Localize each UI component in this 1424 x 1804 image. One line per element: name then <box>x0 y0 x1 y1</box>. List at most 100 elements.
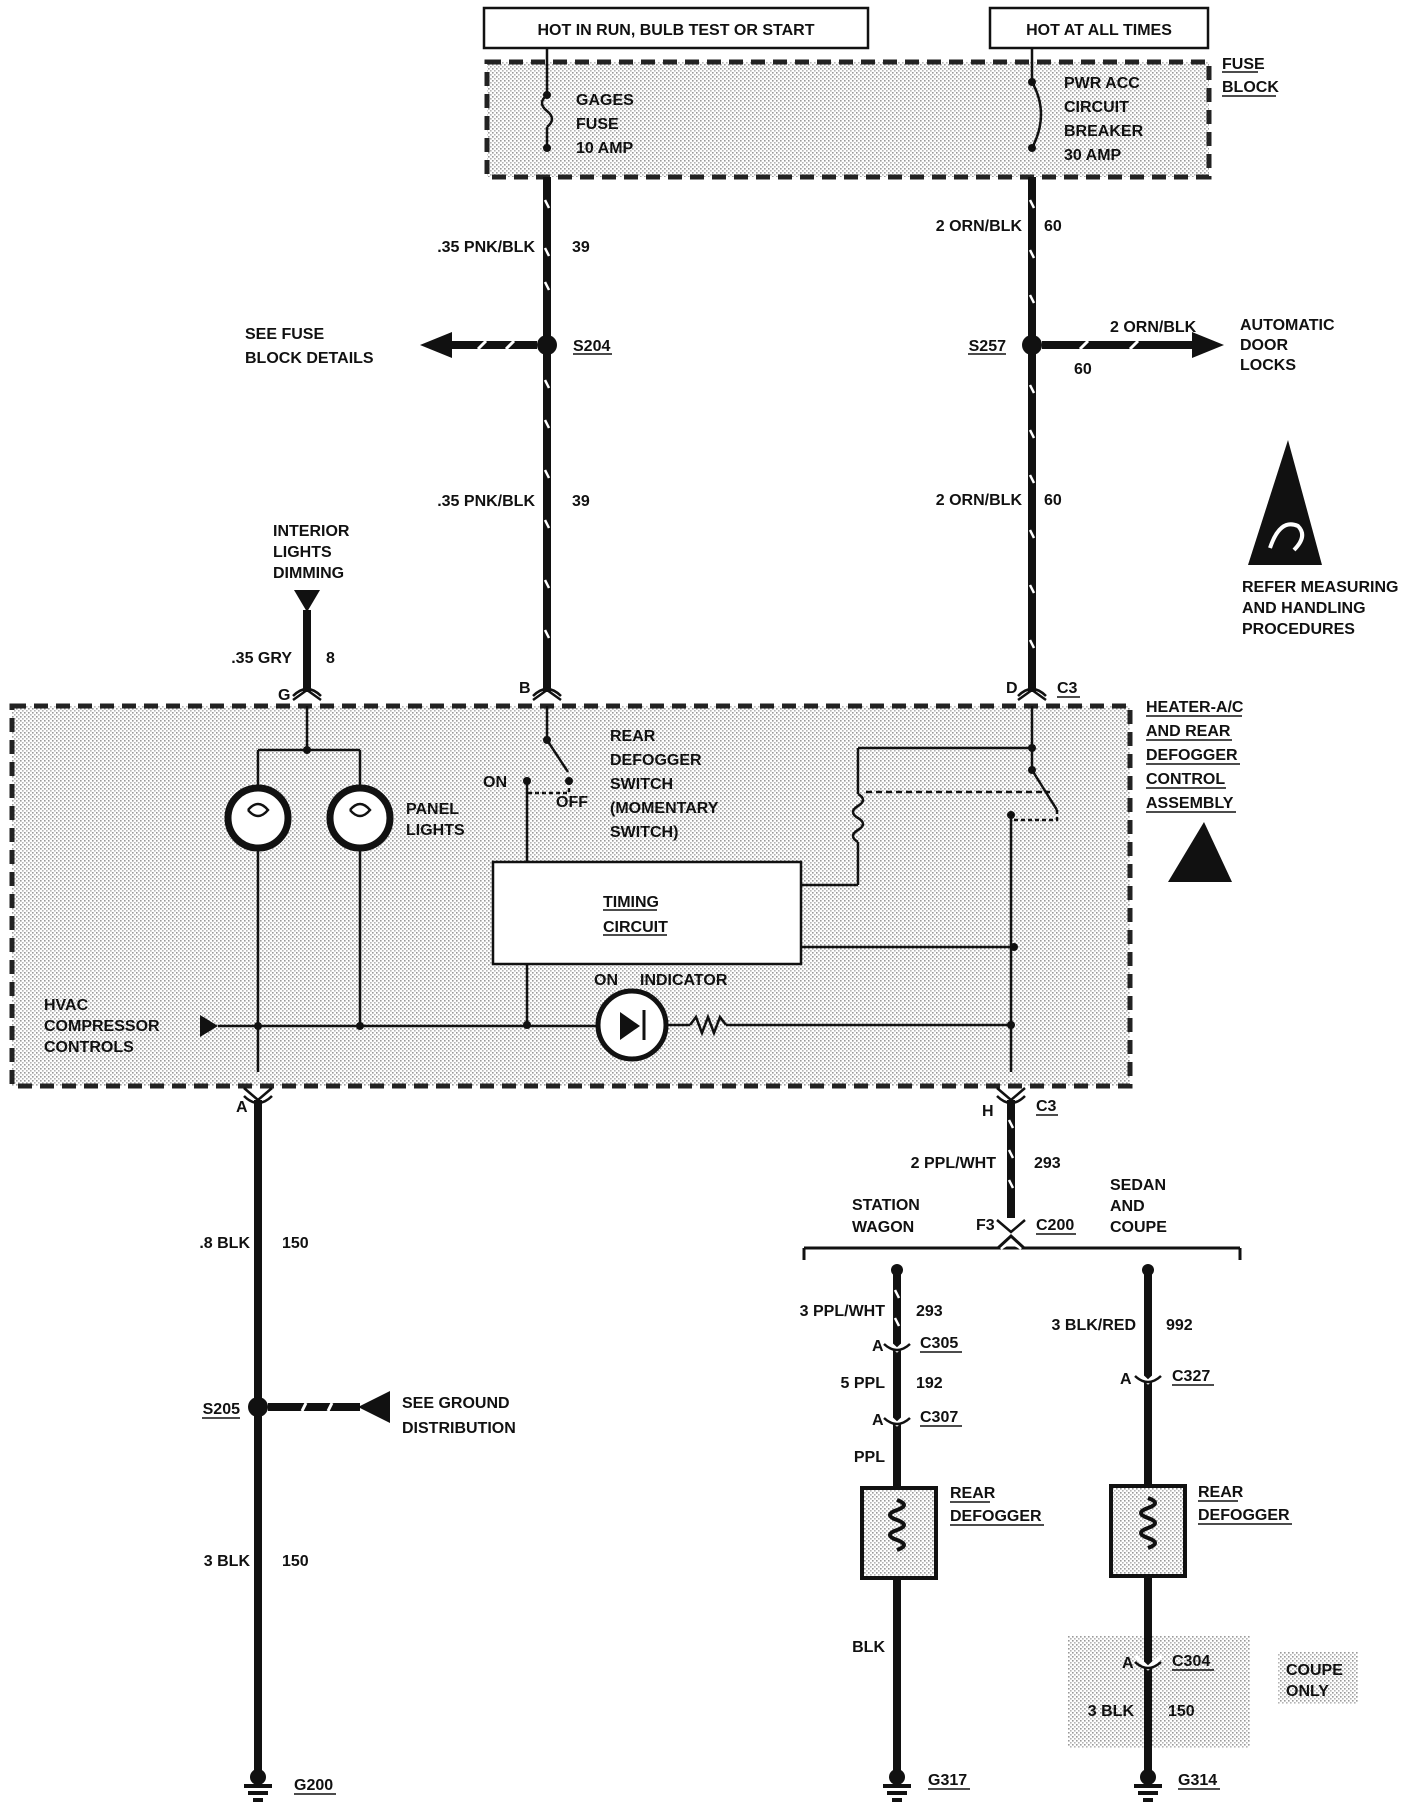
wagon-wire4-gauge: BLK <box>852 1639 885 1656</box>
ground-g200-symbol <box>244 1769 272 1802</box>
wagon-wire2-circuit: 192 <box>916 1375 943 1392</box>
connector-c200-label: C200 <box>1036 1217 1074 1234</box>
heater-ac-control-assembly: PANEL LIGHTS ON OFF REAR DEFOGGER SWITCH… <box>9 699 1244 1089</box>
power-source-run: HOT IN RUN, BULB TEST OR START <box>482 6 870 50</box>
fuse-block: GAGES FUSE 10 AMP PWR ACC CIRCUIT BREAKE… <box>484 48 1279 180</box>
hvac-input-triangle-icon <box>200 1015 218 1037</box>
wagon-branch: 3 PPL/WHT 293 A C305 5 PPL 192 A C307 PP… <box>800 1264 1044 1802</box>
panel-lights-line1: PANEL <box>406 801 459 818</box>
wire-39-upper-gauge: .35 PNK/BLK <box>437 239 535 256</box>
switch-line2: DEFOGGER <box>610 752 702 769</box>
ground-g314-symbol <box>1134 1769 1162 1802</box>
wire-circuit-293: 2 PPL/WHT 293 F3 C200 <box>911 1100 1076 1235</box>
coupe-only-line1: COUPE <box>1286 1662 1343 1679</box>
connector-a-c305-label: A <box>872 1338 884 1355</box>
input-triangle-icon <box>294 590 320 612</box>
assembly-title-line5: ASSEMBLY <box>1146 795 1234 812</box>
wagon-defogger-line1: REAR <box>950 1485 996 1502</box>
connector-pins-top <box>292 687 1047 702</box>
wire-8-gauge: .35 GRY <box>231 650 292 667</box>
power-source-always-label: HOT AT ALL TIMES <box>1026 22 1172 39</box>
power-source-run-label: HOT IN RUN, BULB TEST OR START <box>537 22 814 39</box>
connector-c304-label: C304 <box>1172 1653 1210 1670</box>
connector-c305-label: C305 <box>920 1335 958 1352</box>
sedan-rear-defogger-grid <box>1109 1484 1187 1578</box>
gages-fuse: GAGES FUSE 10 AMP <box>540 62 634 157</box>
coupe-only-region <box>1068 1636 1250 1748</box>
assembly-title-line1: HEATER-A/C <box>1146 699 1244 716</box>
assembly-title-line4: CONTROL <box>1146 771 1225 788</box>
interior-dimming-line2: LIGHTS <box>273 544 332 561</box>
switch-off-label: OFF <box>556 794 588 811</box>
interior-dimming-line1: INTERIOR <box>273 523 350 540</box>
pwr-acc-circuit-breaker: PWR ACC CIRCUIT BREAKER 30 AMP <box>1028 62 1144 164</box>
connector-h-label: H <box>982 1103 994 1120</box>
switch-line3: SWITCH <box>610 776 673 793</box>
fuse-details-line2: BLOCK DETAILS <box>245 350 374 367</box>
splice-s257: S257 2 ORN/BLK 60 AUTOMATIC DOOR LOCKS <box>968 317 1335 378</box>
ground-g317-label: G317 <box>928 1772 967 1789</box>
relay <box>851 706 1059 1072</box>
sedan-branch: 3 BLK/RED 992 A C327 REAR DEFOGGER A C30… <box>1052 1264 1358 1802</box>
wagon-defogger-line2: DEFOGGER <box>950 1508 1042 1525</box>
arrow-right-icon <box>1192 332 1224 358</box>
wire-293-circuit: 293 <box>1034 1155 1061 1172</box>
door-locks-line1: AUTOMATIC <box>1240 317 1335 334</box>
connector-b-label: B <box>519 680 531 697</box>
wire-circuit-39: .35 PNK/BLK 39 .35 PNK/BLK 39 <box>437 177 590 692</box>
sedan-variant-line1: SEDAN <box>1110 1177 1166 1194</box>
wagon-rear-defogger-grid <box>860 1486 938 1580</box>
sedan-wire1-gauge: 3 BLK/RED <box>1052 1317 1136 1334</box>
splice-s204: S204 SEE FUSE BLOCK DETAILS <box>245 326 612 367</box>
gages-fuse-line2: FUSE <box>576 116 619 133</box>
arrow-left-icon <box>420 332 452 358</box>
assembly-title-line3: DEFOGGER <box>1146 747 1238 764</box>
splice-s257-label: S257 <box>969 338 1006 355</box>
wire-circuit-60: 2 ORN/BLK 60 2 ORN/BLK 60 <box>936 177 1062 692</box>
hvac-line2: COMPRESSOR <box>44 1018 160 1035</box>
breaker-line1: PWR ACC <box>1064 75 1140 92</box>
gages-fuse-line3: 10 AMP <box>576 140 634 157</box>
coupe-only-line2: ONLY <box>1286 1683 1329 1700</box>
power-source-always: HOT AT ALL TIMES <box>988 6 1210 50</box>
wagon-wire2-gauge: 5 PPL <box>841 1375 886 1392</box>
timing-line1: TIMING <box>603 894 659 911</box>
ground-distribution-arrow-icon <box>358 1391 390 1423</box>
ground-upper-circuit: 150 <box>282 1235 309 1252</box>
connector-c3-top-label: C3 <box>1057 680 1078 697</box>
wagon-variant-line1: STATION <box>852 1197 920 1214</box>
wire-8-circuit: 8 <box>326 650 335 667</box>
connector-a-c307-label: A <box>872 1412 884 1429</box>
timing-circuit: TIMING CIRCUIT <box>491 860 1018 966</box>
sedan-defogger-line1: REAR <box>1198 1484 1244 1501</box>
connector-c307-label: C307 <box>920 1409 958 1426</box>
ground-dist-line2: DISTRIBUTION <box>402 1420 516 1437</box>
sedan-variant-line2: AND <box>1110 1198 1145 1215</box>
splice-s204-label: S204 <box>573 338 610 355</box>
wire-60-upper-circuit: 60 <box>1044 218 1062 235</box>
esd-line3: PROCEDURES <box>1242 621 1355 638</box>
switch-on-label: ON <box>483 774 507 791</box>
connector-a-c327-label: A <box>1120 1371 1132 1388</box>
wire-293-gauge: 2 PPL/WHT <box>911 1155 997 1172</box>
esd-line2: AND HANDLING <box>1242 600 1366 617</box>
splice-s205-label: S205 <box>203 1401 240 1418</box>
hvac-bus: HVAC COMPRESSOR CONTROLS <box>44 997 598 1056</box>
indicator-line1: ON <box>594 972 618 989</box>
wire-60-lower-circuit: 60 <box>1044 492 1062 509</box>
sedan-wire2-circuit: 150 <box>1168 1703 1195 1720</box>
breaker-line2: CIRCUIT <box>1064 99 1129 116</box>
panel-lights: PANEL LIGHTS <box>224 706 465 1072</box>
esd-warning: REFER MEASURING AND HANDLING PROCEDURES <box>1242 440 1398 638</box>
sedan-variant-line3: COUPE <box>1110 1219 1167 1236</box>
door-locks-line3: LOCKS <box>1240 357 1296 374</box>
assembly-title-line2: AND REAR <box>1146 723 1231 740</box>
wagon-variant-line2: WAGON <box>852 1219 914 1236</box>
wagon-wire3-gauge: PPL <box>854 1449 885 1466</box>
ground-g317-symbol <box>883 1769 911 1802</box>
rear-defogger-switch: ON OFF REAR DEFOGGER SWITCH (MOMENTARY S… <box>483 706 719 862</box>
wire-39-lower-gauge: .35 PNK/BLK <box>437 493 535 510</box>
fuse-block-label-2: BLOCK <box>1222 79 1279 96</box>
connector-f3-label: F3 <box>976 1217 995 1234</box>
connector-c3-bottom-label: C3 <box>1036 1098 1057 1115</box>
